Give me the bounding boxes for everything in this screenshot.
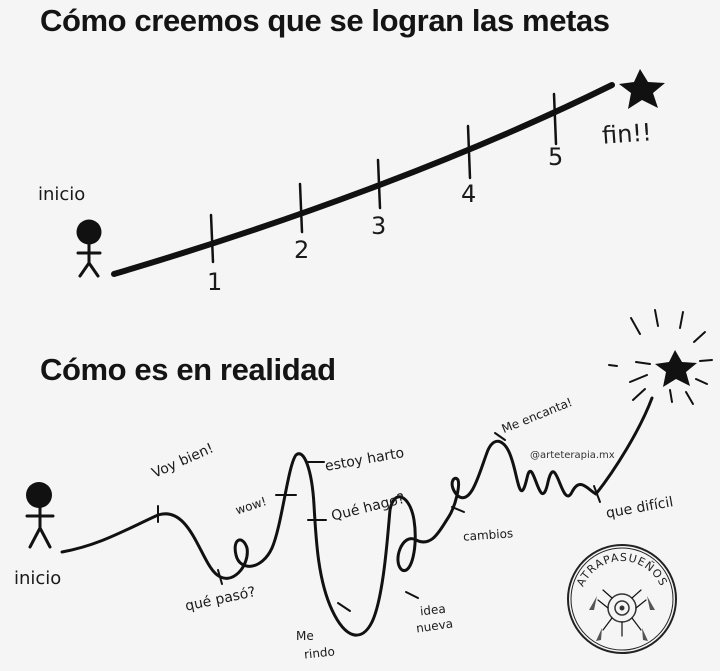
note-me-rindo-line1: Me — [296, 629, 314, 643]
note-idea-line1: idea — [419, 601, 447, 619]
step-label-1: 1 — [207, 268, 223, 296]
end-label: fin!! — [601, 118, 653, 150]
start-label-top: inicio — [38, 184, 86, 205]
bottom-stick-figure — [25, 482, 55, 549]
path-markers — [157, 432, 601, 612]
start-label-bottom: inicio — [14, 568, 62, 589]
goal-star — [619, 69, 665, 109]
star-sparkles — [608, 309, 713, 405]
step-label-4: 4 — [461, 180, 477, 208]
winding-path-line — [60, 396, 654, 637]
step-label-2: 2 — [294, 236, 310, 264]
credit-handle: @arteterapia.mx — [530, 450, 615, 461]
top-stick-figure — [76, 219, 102, 278]
straight-path-line — [111, 82, 615, 277]
reality-star — [655, 350, 697, 387]
step-label-3: 3 — [371, 212, 387, 240]
note-cambios: cambios — [462, 526, 514, 544]
step-ticks — [209, 92, 558, 264]
page-title-reality: Cómo es en realidad — [40, 352, 336, 387]
page-title-expectation: Cómo creemos que se logran las metas — [40, 3, 610, 38]
note-me-rindo-line2: rindo — [303, 644, 336, 662]
step-label-5: 5 — [548, 143, 564, 171]
stamp-seal: ATRAPASUEÑOS — [567, 544, 677, 654]
